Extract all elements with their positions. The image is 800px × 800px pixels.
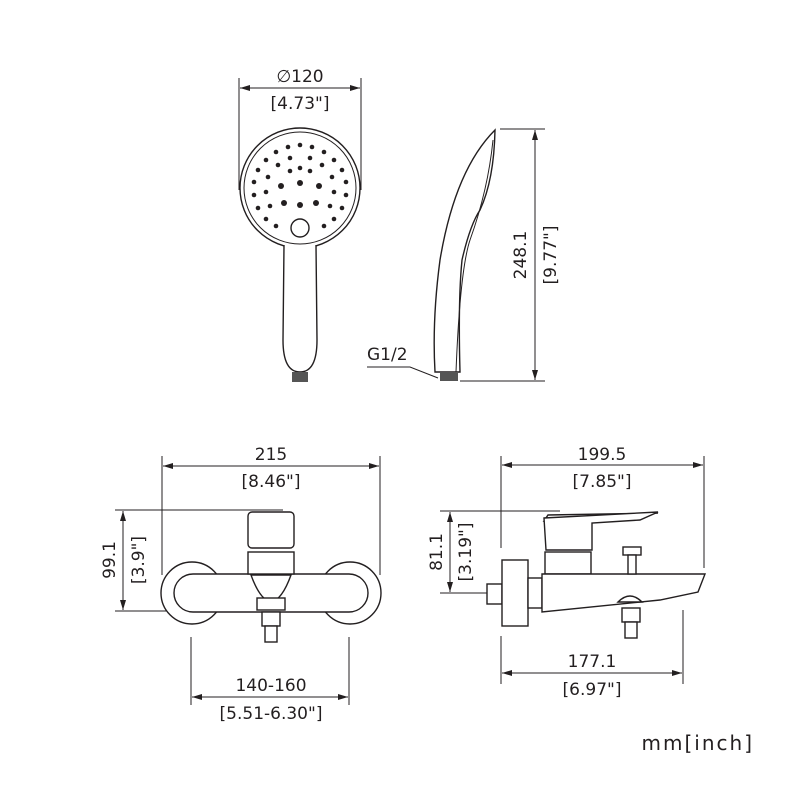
width-in-label: [8.46"] — [242, 472, 301, 492]
width-mm-label: 215 — [255, 445, 287, 465]
height-in-label: [9.77"] — [541, 226, 561, 285]
height-mm-label-side: 81.1 — [427, 533, 447, 571]
units-label: mm[inch] — [641, 731, 754, 755]
height-mm-label: 248.1 — [511, 231, 531, 280]
handshower-front-view: ∅120 [4.73"] — [238, 67, 362, 382]
mixer-side-view: 199.5 [7.85"] 81.1 [3.19"] 177.1 [6.97"] — [427, 445, 707, 700]
height-in-label-front: [3.9"] — [129, 536, 149, 584]
thread-label: G1/2 — [367, 345, 408, 365]
spout-mm-label: 177.1 — [568, 652, 617, 672]
centers-in-label: [5.51-6.30"] — [220, 704, 323, 724]
diameter-in-label: [4.73"] — [271, 94, 330, 114]
spout-in-label: [6.97"] — [563, 680, 622, 700]
diameter-mm-label: ∅120 — [276, 67, 323, 87]
height-mm-label-front: 99.1 — [100, 541, 120, 579]
height-in-label-side: [3.19"] — [456, 523, 476, 582]
centers-mm-label: 140-160 — [235, 676, 306, 696]
depth-mm-label: 199.5 — [578, 445, 627, 465]
handshower-side-view: 248.1 [9.77"] G1/2 — [367, 128, 561, 382]
mixer-front-view: 215 [8.46"] 99.1 [3.9"] 140-160 [5.51-6.… — [100, 445, 382, 724]
depth-in-label: [7.85"] — [573, 472, 632, 492]
